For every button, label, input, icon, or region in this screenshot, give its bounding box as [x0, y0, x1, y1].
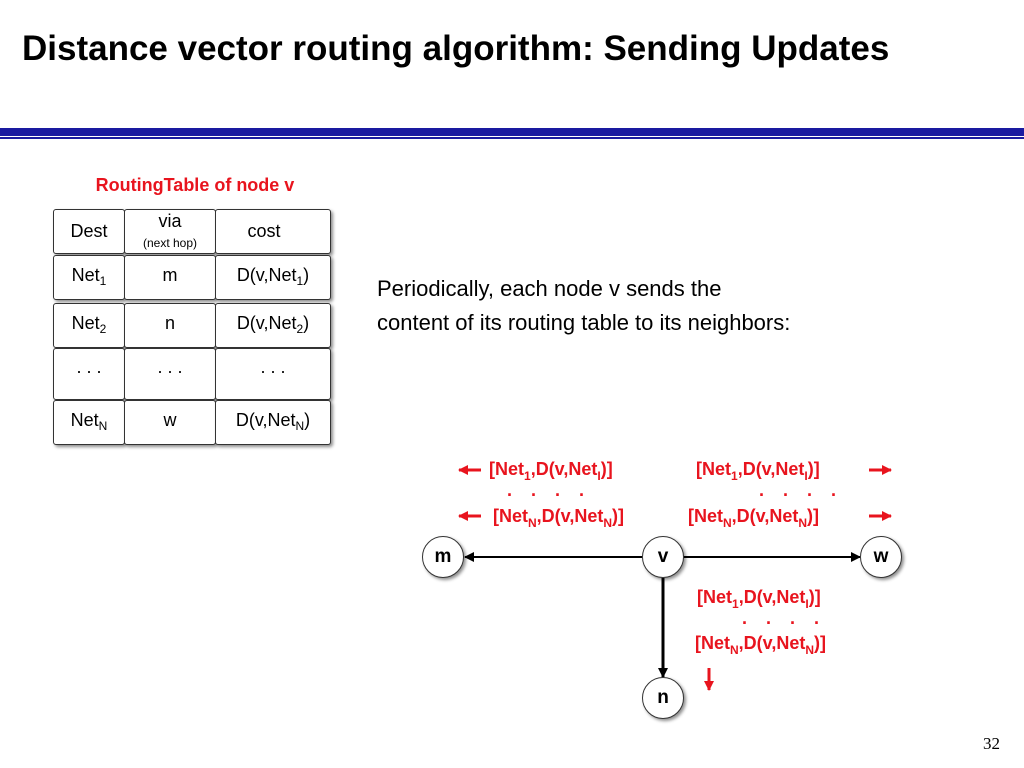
- header-via: via: [158, 211, 182, 231]
- update-subscript: N: [730, 643, 739, 657]
- table-row-4-dest: NetN: [53, 400, 125, 445]
- page-title: Distance vector routing algorithm: Sendi…: [22, 29, 890, 68]
- table-row-2-dest: Net2: [53, 303, 125, 348]
- update-to-m-last: [NetN,D(v,NetN)]: [493, 506, 625, 530]
- cost-close: ): [304, 410, 311, 430]
- dest-text: Net: [71, 313, 100, 333]
- update-subscript: 1: [732, 597, 739, 611]
- page-number: 32: [983, 734, 1000, 753]
- table-row-1-cost: D(v,Net1): [215, 255, 331, 300]
- update-to-n-dots: . . . .: [742, 608, 827, 628]
- update-text: ,D(v,Net: [738, 587, 806, 607]
- update-text: ,D(v,Net: [737, 459, 805, 479]
- via-text: w: [163, 410, 177, 430]
- update-subscript: N: [723, 516, 732, 530]
- update-text: )]: [600, 459, 613, 479]
- update-subscript: N: [603, 516, 613, 530]
- table-row-2-via: n: [124, 303, 216, 348]
- node-w: w: [860, 536, 902, 578]
- update-text: )]: [807, 459, 820, 479]
- dest-text: Net: [71, 265, 100, 285]
- header-cost: cost: [247, 221, 281, 241]
- table-row-1-via: m: [124, 255, 216, 300]
- update-text: ,D(v,Net: [738, 633, 806, 653]
- update-text: )]: [814, 633, 827, 653]
- update-to-w-dots: . . . .: [759, 480, 844, 500]
- update-subscript: I: [597, 469, 601, 483]
- update-to-w-first: [Net1,D(v,NetI)]: [696, 459, 820, 483]
- dest-subscript: 1: [99, 274, 107, 288]
- update-to-m-first: [Net1,D(v,NetI)]: [489, 459, 613, 483]
- update-text: )]: [808, 587, 821, 607]
- update-text: [Net: [697, 587, 732, 607]
- update-subscript: N: [798, 516, 808, 530]
- update-text: [Net: [489, 459, 524, 479]
- header-dest: Dest: [70, 221, 108, 241]
- update-text: [Net: [493, 506, 528, 526]
- cost-text: D(v,Net: [236, 265, 297, 285]
- update-text: )]: [807, 506, 820, 526]
- update-text: [Net: [695, 633, 730, 653]
- update-subscript: N: [528, 516, 537, 530]
- cost-subscript: 1: [296, 274, 304, 288]
- update-subscript: I: [804, 469, 808, 483]
- cost-ellipsis: . . .: [260, 357, 286, 377]
- node-v: v: [642, 536, 684, 578]
- cost-subscript: 2: [296, 322, 304, 336]
- update-to-w-last: [NetN,D(v,NetN)]: [688, 506, 820, 530]
- update-text: ,D(v,Net: [530, 459, 598, 479]
- header-via-cell: via (next hop): [124, 209, 216, 254]
- update-text: ,D(v,Net: [536, 506, 604, 526]
- header-dest-cell: Dest: [53, 209, 125, 254]
- cost-close: ): [303, 313, 310, 333]
- update-text: )]: [612, 506, 625, 526]
- node-m: m: [422, 536, 464, 578]
- update-subscript: 1: [731, 469, 738, 483]
- update-to-n-last: [NetN,D(v,NetN)]: [695, 633, 827, 657]
- table-row-3-via: . . .: [124, 348, 216, 400]
- update-subscript: N: [805, 643, 815, 657]
- table-row-3-dest: . . .: [53, 348, 125, 400]
- via-ellipsis: . . .: [157, 357, 183, 377]
- via-text: n: [164, 313, 175, 333]
- update-to-m-dots: . . . .: [507, 480, 592, 500]
- header-cost-cell: cost: [215, 209, 331, 254]
- update-text: [Net: [688, 506, 723, 526]
- title-underline-thin: [0, 137, 1024, 139]
- dest-subscript: N: [98, 419, 108, 433]
- update-text: ,D(v,Net: [731, 506, 799, 526]
- node-n: n: [642, 677, 684, 719]
- table-row-4-via: w: [124, 400, 216, 445]
- table-row-1-dest: Net1: [53, 255, 125, 300]
- dest-subscript: 2: [99, 322, 107, 336]
- dest-ellipsis: . . .: [76, 357, 102, 377]
- routing-table-caption: RoutingTable of node v: [95, 175, 295, 195]
- update-text: [Net: [696, 459, 731, 479]
- via-text: m: [162, 265, 178, 285]
- table-row-3-cost: . . .: [215, 348, 331, 400]
- cost-text: D(v,Net: [235, 410, 296, 430]
- cost-text: D(v,Net: [236, 313, 297, 333]
- update-subscript: I: [805, 597, 809, 611]
- dest-text: Net: [70, 410, 99, 430]
- table-row-2-cost: D(v,Net2): [215, 303, 331, 348]
- update-to-n-first: [Net1,D(v,NetI)]: [697, 587, 821, 611]
- title-underline: [0, 128, 1024, 136]
- table-row-4-cost: D(v,NetN): [215, 400, 331, 445]
- description-text: Periodically, each node v sends the cont…: [377, 276, 791, 335]
- cost-close: ): [303, 265, 310, 285]
- header-via-note: (next hop): [142, 236, 198, 250]
- cost-subscript: N: [295, 419, 305, 433]
- update-subscript: 1: [524, 469, 531, 483]
